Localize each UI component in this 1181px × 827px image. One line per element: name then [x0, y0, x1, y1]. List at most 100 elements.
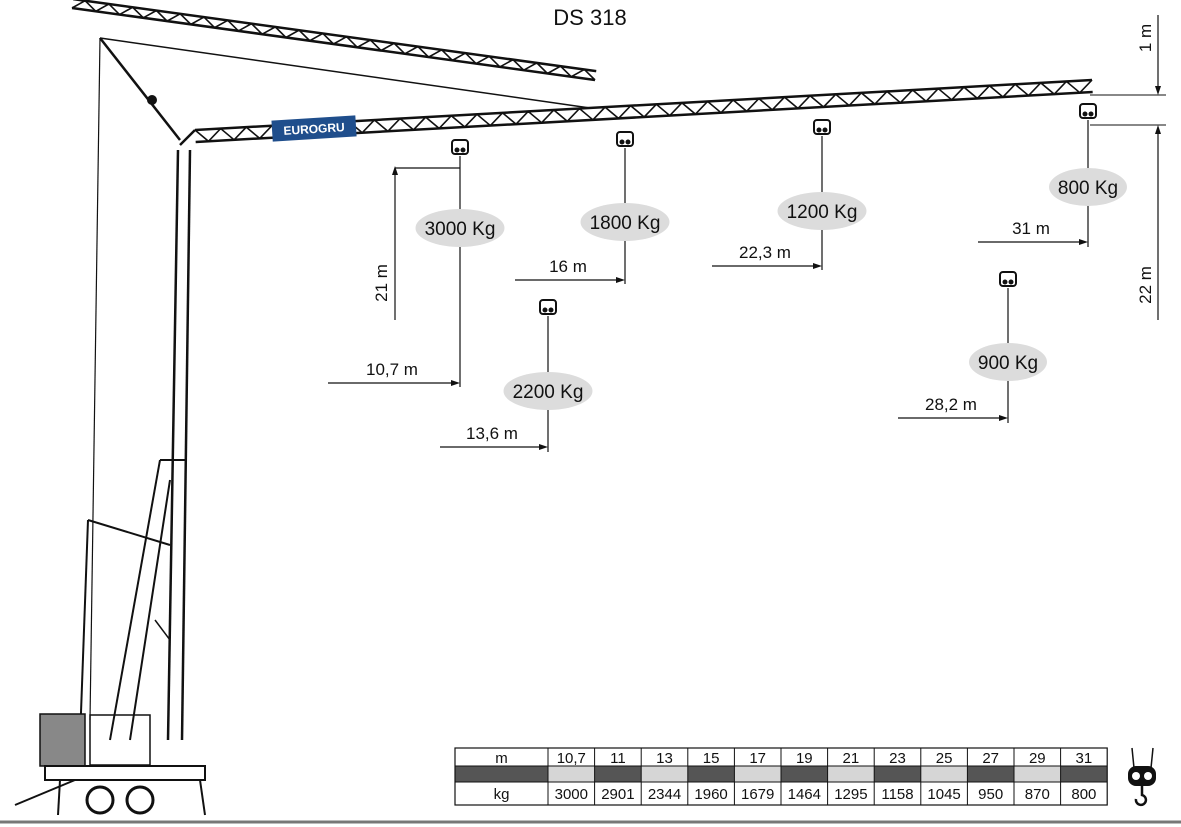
- hook-block-icon: [616, 131, 634, 147]
- mast-right: [180, 149, 192, 741]
- outrigger-left: [14, 779, 76, 806]
- load-label: 2200 Kg: [513, 382, 584, 403]
- table-kg-cell: 1464: [788, 786, 821, 803]
- arrow-head: [999, 415, 1008, 421]
- diagram-title: DS 318: [553, 5, 626, 30]
- table-band-cell: [734, 766, 781, 782]
- hook-block-icon: [813, 119, 831, 135]
- tower-height-label: 22 m: [1136, 266, 1155, 304]
- hook-block: [1128, 766, 1156, 786]
- table-kg-cell: 870: [1025, 786, 1050, 803]
- hook-block-icon: [539, 299, 557, 315]
- hook-rope: [1150, 747, 1154, 769]
- chassis: [44, 765, 206, 781]
- arrow-head: [1079, 239, 1088, 245]
- upper-jib-lacing: [71, 0, 596, 81]
- arrow-head: [616, 277, 625, 283]
- strut: [99, 37, 181, 141]
- table-kg-cell: 2901: [601, 786, 634, 803]
- load-table: 10,7300011290113234415196017167919146421…: [454, 747, 1156, 807]
- cab: [39, 713, 86, 767]
- table-kg-cell: 1045: [927, 786, 960, 803]
- table-band-cell: [827, 766, 875, 782]
- table-kg-cell: 950: [978, 786, 1003, 803]
- structure-line: [154, 619, 171, 641]
- wheel: [125, 785, 155, 815]
- upper-jib: [71, 0, 597, 82]
- sheave: [619, 139, 625, 145]
- hook-block-icon: [999, 271, 1017, 287]
- table-m-cell: 25: [936, 750, 953, 767]
- structure-line: [87, 519, 171, 546]
- hook: [1134, 786, 1148, 807]
- table-kg-cell: 1679: [741, 786, 774, 803]
- load-marker: 800 Kg 31 m: [978, 103, 1127, 247]
- hook-block-icon: [1079, 103, 1097, 119]
- pulley: [147, 95, 157, 105]
- distance-label: 28,2 m: [925, 395, 977, 414]
- table-m-cell: 10,7: [557, 750, 586, 767]
- table-m-cell: 11: [610, 750, 626, 767]
- distance-label: 31 m: [1012, 219, 1050, 238]
- table-m-cell: 23: [889, 750, 906, 767]
- table-band-cell: [548, 766, 595, 782]
- sheave: [816, 127, 822, 133]
- load-ellipse: [415, 209, 505, 247]
- table-kg-cell: 1158: [881, 786, 913, 803]
- table-m-cell: 31: [1076, 750, 1093, 767]
- structure-line: [57, 779, 61, 816]
- sheave: [1088, 111, 1094, 117]
- distance-label: 13,6 m: [466, 424, 518, 443]
- arrow-head: [451, 380, 460, 386]
- table-m-cell: 13: [656, 750, 673, 767]
- brand-plate: EUROGRU: [271, 115, 357, 142]
- sheave: [1144, 772, 1152, 780]
- table-kg-cell: 1960: [694, 786, 727, 803]
- sheave: [1132, 772, 1140, 780]
- hook-icon: [1128, 747, 1156, 807]
- outrigger-right: [199, 779, 206, 816]
- sheave: [454, 147, 460, 153]
- table-kg-cell: 1295: [834, 786, 867, 803]
- table-m-cell: 15: [703, 750, 720, 767]
- sheave: [548, 307, 554, 313]
- table-kg-cell: 800: [1071, 786, 1096, 803]
- load-ellipse: [969, 343, 1047, 381]
- table-kg-header: kg: [494, 786, 510, 803]
- sheave: [1082, 111, 1088, 117]
- hoist-cable: [89, 37, 101, 721]
- load-ellipse: [503, 372, 593, 410]
- table-band-cell: [641, 766, 688, 782]
- table-m-cell: 29: [1029, 750, 1046, 767]
- table-m-cell: 17: [749, 750, 766, 767]
- sheave: [460, 147, 466, 153]
- sheave: [542, 307, 548, 313]
- load-marker: 900 Kg 28,2 m: [898, 271, 1047, 423]
- arrow-head: [539, 444, 548, 450]
- table-band-cell: [1014, 766, 1061, 782]
- distance-label: 16 m: [549, 257, 587, 276]
- table-kg-cell: 2344: [648, 786, 681, 803]
- sheave: [1002, 279, 1008, 285]
- load-label: 900 Kg: [978, 353, 1038, 374]
- table-m-header: m: [495, 750, 508, 767]
- table-kg-cell: 3000: [555, 786, 588, 803]
- sheave: [625, 139, 631, 145]
- arrow-head: [813, 263, 822, 269]
- table-band-cell: [920, 766, 968, 782]
- load-label: 800 Kg: [1058, 178, 1118, 199]
- arrow-head: [1155, 125, 1161, 134]
- load-ellipse: [580, 203, 670, 241]
- load-marker: 2200 Kg 13,6 m: [440, 299, 593, 452]
- load-label: 3000 Kg: [425, 219, 496, 240]
- table-m-cell: 21: [843, 750, 860, 767]
- structure-line: [109, 459, 161, 741]
- load-label: 1200 Kg: [787, 202, 858, 223]
- hook-rope: [1131, 747, 1135, 769]
